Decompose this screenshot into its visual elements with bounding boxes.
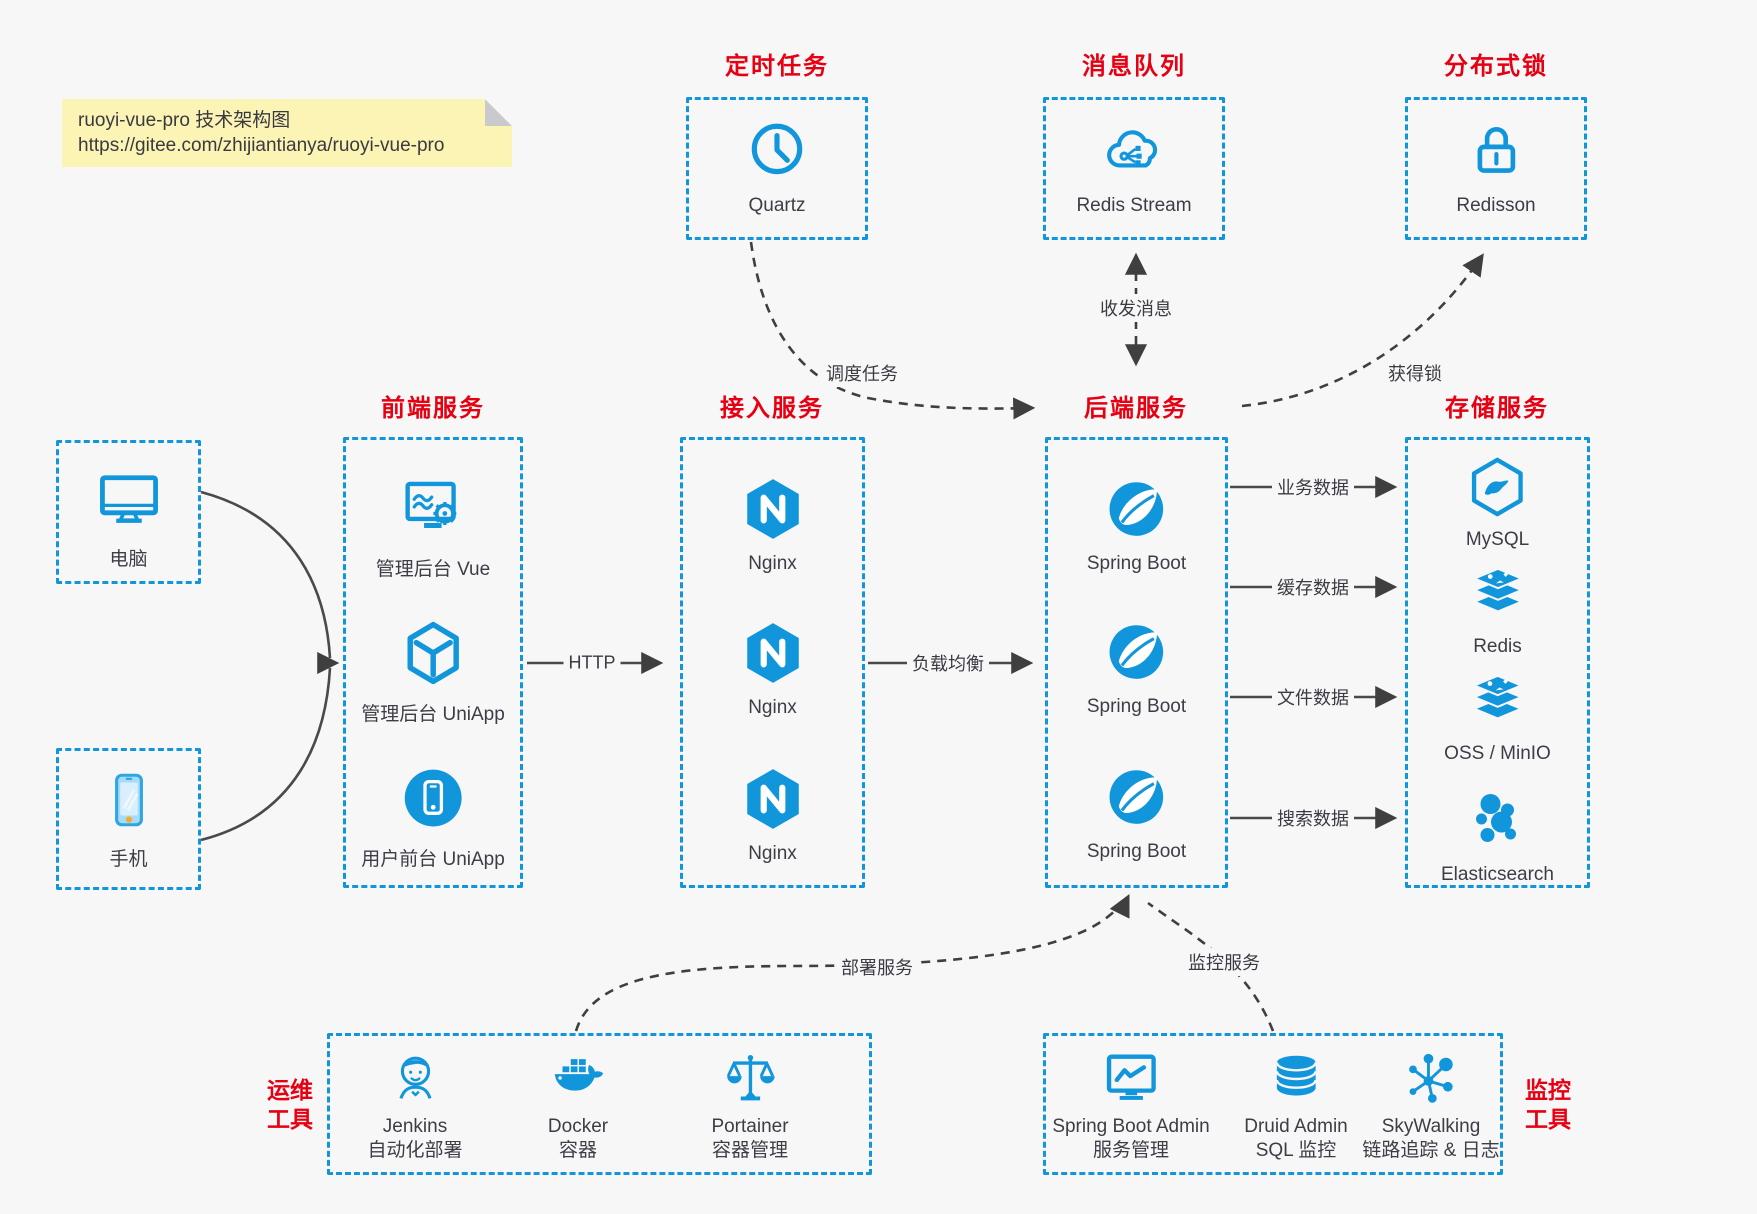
- box-client-pc: 电脑: [56, 440, 201, 584]
- spring-boot-admin-icon: [1100, 1048, 1162, 1115]
- item-name: Spring Boot Admin: [1052, 1116, 1210, 1137]
- item-label: Redis Stream: [1076, 195, 1192, 216]
- item-label: 电脑: [109, 549, 148, 570]
- devops-tools-title: 运维工具: [267, 1077, 313, 1132]
- edge-acquire-lock: [1241, 253, 1484, 408]
- edge-label-load-balance: 负载均衡: [907, 649, 989, 677]
- group-title-frontend: 前端服务: [381, 395, 485, 422]
- nginx-icon: [740, 766, 806, 837]
- cloud-message-icon: [1101, 118, 1167, 189]
- item-label: Redis: [1473, 636, 1522, 657]
- item-label: OSS / MinIO: [1444, 743, 1551, 764]
- item-label: Nginx: [748, 697, 797, 718]
- docker-icon: [547, 1048, 609, 1115]
- item-label: 管理后台 UniApp: [361, 704, 505, 725]
- edge-label-file-data: 文件数据: [1272, 683, 1354, 711]
- edge-label-http: HTTP: [563, 651, 621, 675]
- group-title-lock: 分布式锁: [1444, 53, 1548, 80]
- skywalking-icon: [1400, 1048, 1462, 1115]
- item-label: Spring Boot: [1086, 553, 1187, 574]
- edge-schedule: [749, 241, 1036, 420]
- spring-boot-icon: [1103, 476, 1169, 547]
- edge-label-cache-data: 缓存数据: [1272, 573, 1354, 601]
- box-lock: Redisson: [1405, 97, 1587, 240]
- nginx-icon: [740, 620, 806, 691]
- item-label: 手机: [109, 849, 148, 870]
- edge-label-schedule: 调度任务: [821, 359, 903, 387]
- box-storage: MySQL Redis: [1405, 437, 1590, 888]
- desktop-icon: [95, 465, 163, 538]
- group-title-mq: 消息队列: [1082, 53, 1186, 80]
- edge-label-business-data: 业务数据: [1272, 473, 1354, 501]
- edge-monitor: [1147, 901, 1275, 1032]
- box-mq: Redis Stream: [1043, 97, 1225, 240]
- uniapp-icon: [398, 618, 468, 693]
- uniapp-user-icon: [398, 763, 468, 838]
- edge-label-monitor: 监控服务: [1183, 948, 1265, 976]
- minio-icon: [1466, 670, 1528, 737]
- smartphone-icon: [96, 767, 162, 838]
- item-desc: 容器管理: [711, 1140, 789, 1161]
- item-desc: SQL 监控: [1255, 1140, 1337, 1161]
- item-desc: 自动化部署: [367, 1140, 463, 1161]
- mysql-icon: [1466, 456, 1528, 523]
- box-client-phone: 手机: [56, 748, 201, 890]
- edge-phone-to-frontend: [200, 667, 332, 842]
- druid-icon: [1265, 1048, 1327, 1115]
- portainer-icon: [719, 1048, 781, 1115]
- item-label: MySQL: [1465, 529, 1530, 550]
- spring-boot-icon: [1103, 764, 1169, 835]
- item-label: Nginx: [748, 843, 797, 864]
- item-name: SkyWalking: [1381, 1116, 1481, 1137]
- edge-pc-to-frontend: [200, 490, 332, 659]
- elasticsearch-icon: [1466, 789, 1530, 858]
- item-label: Redisson: [1456, 195, 1536, 216]
- item-name: Portainer: [711, 1116, 789, 1137]
- box-devops: Jenkins 自动化部署 Docker 容器: [327, 1033, 872, 1175]
- spring-boot-icon: [1103, 619, 1169, 690]
- note-url: https://gitee.com/zhijiantianya/ruoyi-vu…: [78, 135, 445, 156]
- item-desc: 链路追踪 & 日志: [1362, 1140, 1500, 1161]
- item-name: Jenkins: [382, 1116, 448, 1137]
- group-title-storage: 存储服务: [1445, 395, 1549, 422]
- item-label: Quartz: [748, 195, 806, 216]
- item-desc: 服务管理: [1092, 1140, 1169, 1161]
- group-title-scheduled: 定时任务: [725, 53, 829, 80]
- box-backend: Spring Boot Spring Boot Spring Boot: [1045, 437, 1228, 888]
- group-title-backend: 后端服务: [1084, 395, 1188, 422]
- nginx-icon: [740, 476, 806, 547]
- edge-label-search-data: 搜索数据: [1272, 804, 1354, 832]
- note-title: ruoyi-vue-pro 技术架构图: [78, 110, 291, 131]
- item-label: 管理后台 Vue: [375, 559, 491, 580]
- item-label: 用户前台 UniApp: [361, 849, 505, 870]
- box-monitoring: Spring Boot Admin 服务管理 Druid Admin SQL 监…: [1043, 1033, 1503, 1175]
- group-title-gateway: 接入服务: [720, 395, 824, 422]
- item-label: Nginx: [748, 553, 797, 574]
- edge-label-acquire-lock: 获得锁: [1383, 359, 1447, 387]
- item-label: Spring Boot: [1086, 841, 1187, 862]
- jenkins-icon: [384, 1048, 446, 1115]
- vue-admin-icon: [398, 473, 468, 548]
- item-label: Spring Boot: [1086, 696, 1187, 717]
- box-scheduled: Quartz: [686, 97, 868, 240]
- redis-icon: [1467, 563, 1529, 630]
- monitoring-tools-title: 监控工具: [1525, 1077, 1571, 1132]
- clock-icon: [744, 118, 810, 189]
- sticky-note: ruoyi-vue-pro 技术架构图 https://gitee.com/zh…: [62, 99, 512, 167]
- item-name: Docker: [547, 1116, 609, 1137]
- edge-label-deploy: 部署服务: [836, 953, 918, 981]
- box-frontend: 管理后台 Vue 管理后台 UniApp 用户前台 UniApp: [343, 437, 523, 888]
- box-gateway: Nginx Nginx Nginx: [680, 437, 865, 888]
- item-desc: 容器: [558, 1140, 597, 1161]
- lock-icon: [1463, 118, 1529, 189]
- item-label: Elasticsearch: [1441, 864, 1554, 885]
- edge-label-messages: 收发消息: [1095, 294, 1177, 322]
- item-name: Druid Admin: [1244, 1116, 1348, 1137]
